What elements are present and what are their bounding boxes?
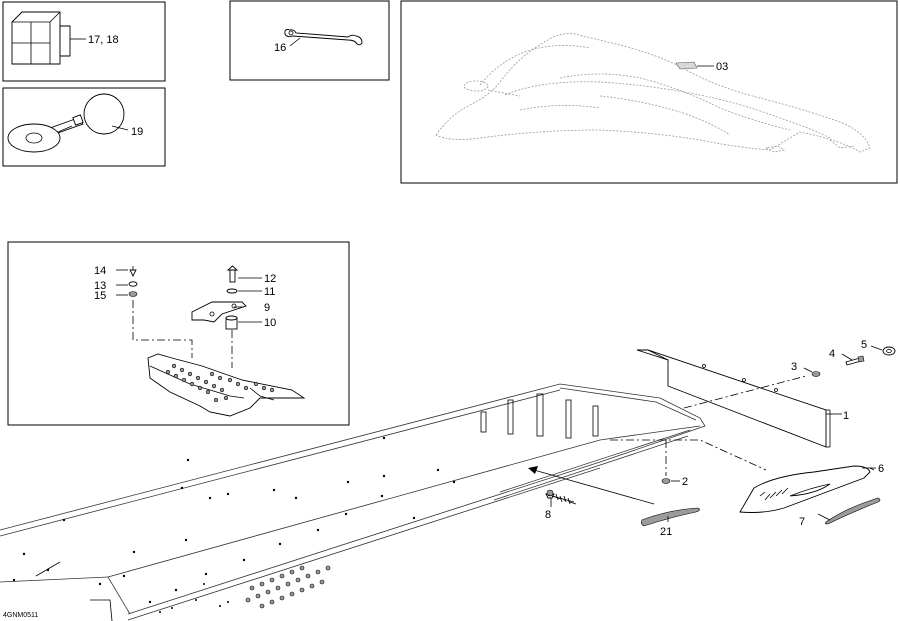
perforation-holes <box>165 363 275 403</box>
bolt-12-part <box>226 265 239 283</box>
callout-19: 19 <box>131 126 143 138</box>
washer-3-part <box>811 371 821 377</box>
tunnel-ribs <box>480 393 599 439</box>
callout-17-18: 17, 18 <box>88 34 119 46</box>
rear-grab-handle-6-part <box>739 465 875 513</box>
nut-15-part <box>128 291 138 297</box>
callout-13: 13 <box>94 280 106 292</box>
tunnel-perforations <box>245 565 331 609</box>
callout-21: 21 <box>660 526 672 538</box>
callout-5: 5 <box>861 339 867 351</box>
handle-grip-ridges <box>759 487 789 501</box>
bolt-4-part <box>845 355 865 366</box>
screw-14-part <box>129 266 137 278</box>
spacer-10-part <box>225 315 238 330</box>
nut-5-part <box>882 346 896 356</box>
callout-9: 9 <box>264 302 270 314</box>
decal-kit-part <box>11 11 71 65</box>
tunnel-rivets <box>12 436 456 604</box>
callout-2: 2 <box>682 476 688 488</box>
assembly-arrow <box>528 466 655 505</box>
callout-14: 14 <box>94 265 106 277</box>
callout-16: 16 <box>274 42 286 54</box>
inset-box-vehicle: 03 <box>400 0 898 184</box>
inset-box-bulb: 19 <box>2 87 166 167</box>
washer-11-part <box>226 288 238 294</box>
bulb-part <box>7 93 125 153</box>
callout-7: 7 <box>799 516 805 528</box>
tunnel-dots <box>159 583 229 613</box>
screw-8-part <box>545 489 575 505</box>
vehicle-outline <box>435 33 871 153</box>
inset-box-bracket: 14 13 15 12 11 9 10 <box>7 241 350 426</box>
callout-6: 6 <box>878 463 884 475</box>
wrench-part <box>284 29 363 46</box>
callout-8: 8 <box>545 509 551 521</box>
callout-15: 15 <box>94 290 106 302</box>
callout-03: 03 <box>716 61 728 73</box>
washer-13-part <box>128 281 138 287</box>
nut-2-part <box>661 478 671 484</box>
callout-3: 3 <box>791 361 797 373</box>
reflector-7-part <box>825 497 881 525</box>
callout-4: 4 <box>829 348 835 360</box>
drawing-code: 4GNM0511 <box>3 612 38 619</box>
tunnel-section-part <box>147 353 306 417</box>
tunnel-body <box>0 383 706 621</box>
callout-10: 10 <box>264 317 276 329</box>
snow-flap-1-part <box>636 349 842 448</box>
inset-box-decal-kit: 17, 18 <box>2 1 166 82</box>
decal-03-part <box>675 61 698 70</box>
reflector-21-part <box>641 507 700 527</box>
callout-1: 1 <box>843 410 849 422</box>
inset-box-wrench: 16 <box>229 0 390 81</box>
callout-12: 12 <box>264 273 276 285</box>
callout-11: 11 <box>264 286 275 298</box>
bracket-9-part <box>191 301 247 323</box>
